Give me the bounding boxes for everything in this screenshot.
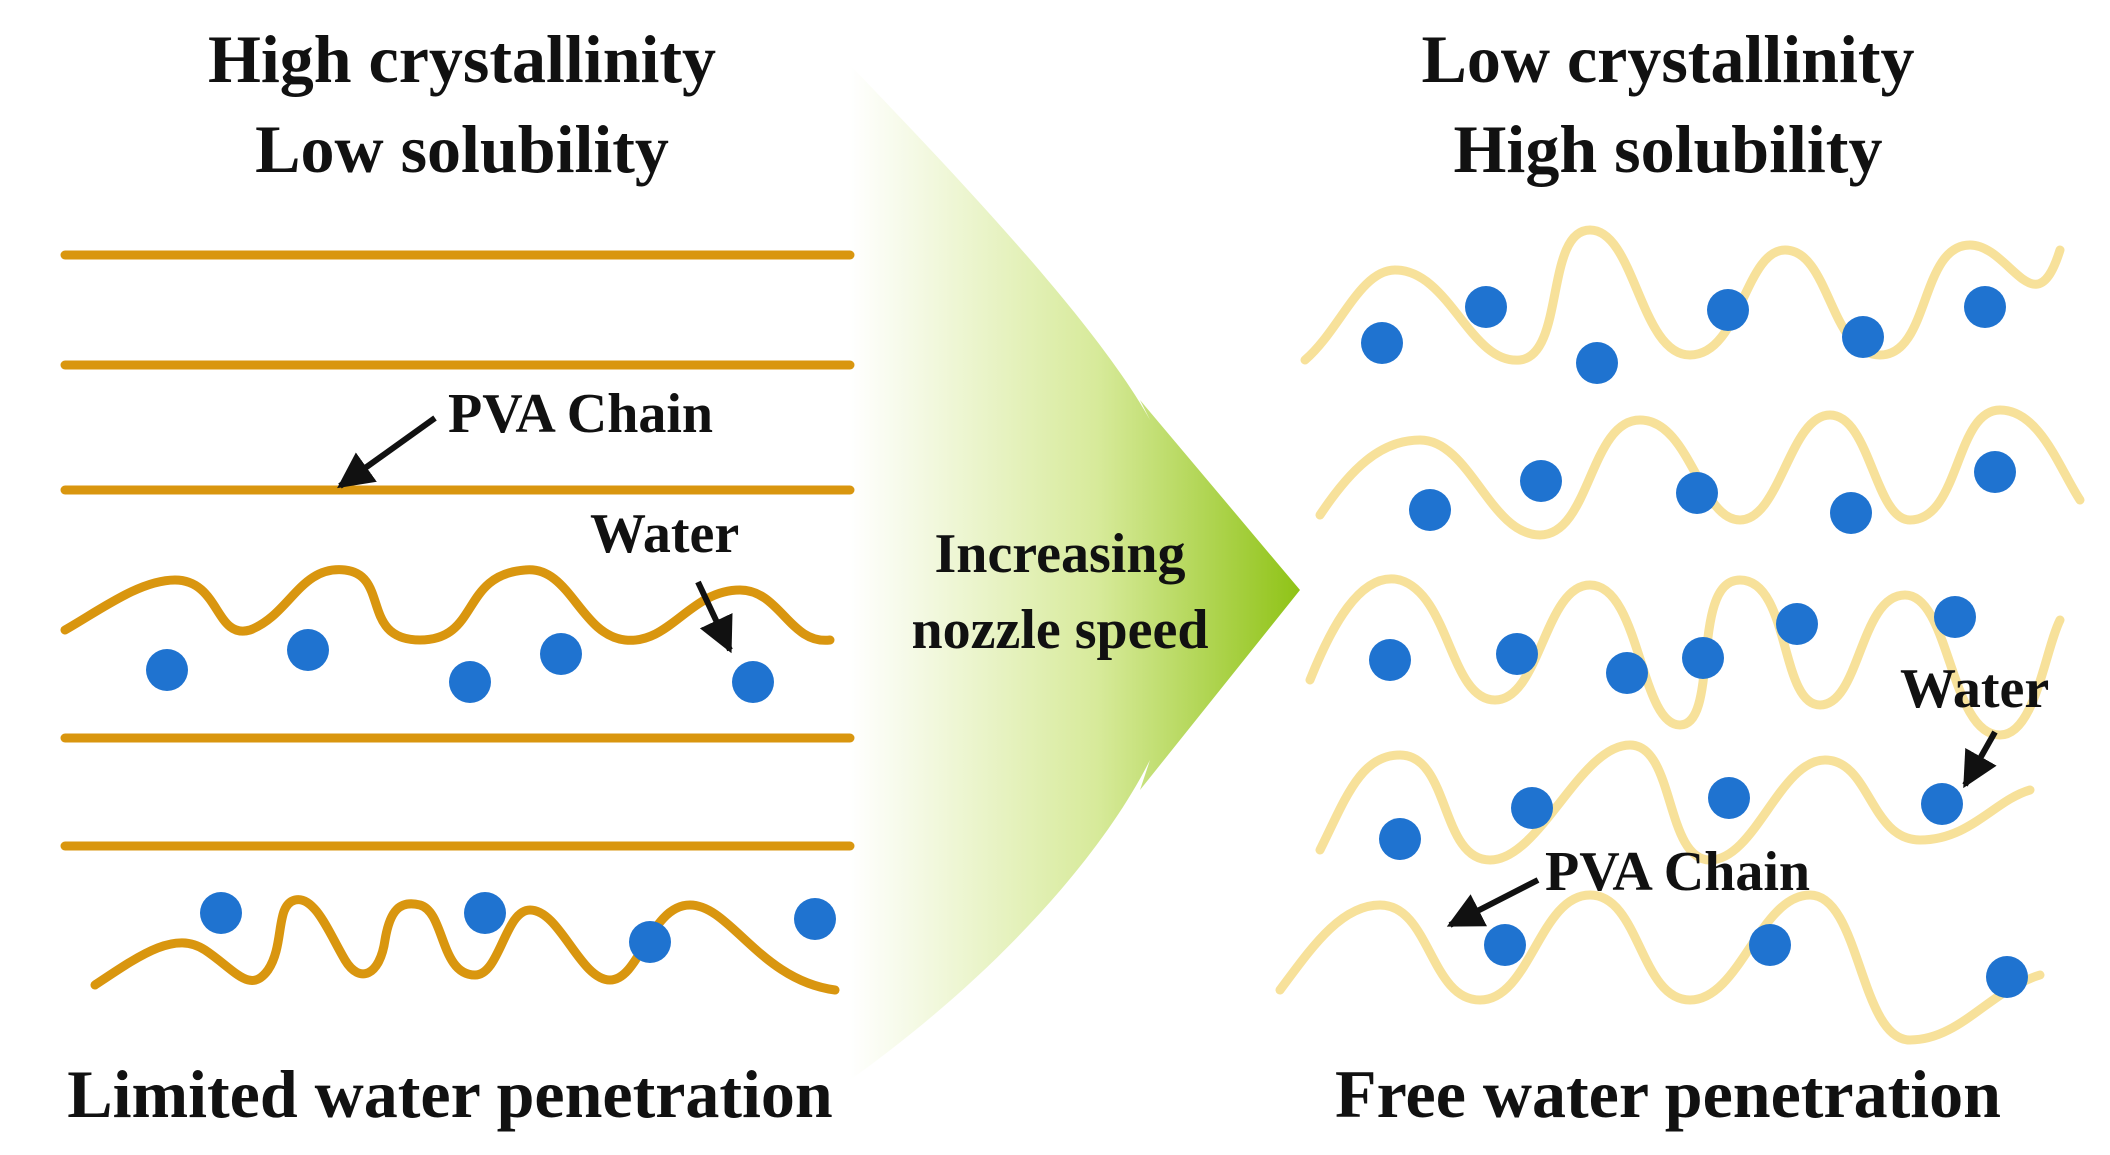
water-molecule — [1361, 322, 1403, 364]
right-pva-chain-label: PVA Chain — [1545, 841, 1810, 903]
water-molecule — [146, 649, 188, 691]
left-crystalline-chains — [60, 250, 855, 995]
water-molecule — [1682, 637, 1724, 679]
water-molecule — [1496, 633, 1538, 675]
water-molecule — [1409, 489, 1451, 531]
left-water-label: Water — [590, 503, 739, 565]
pva-chain-wavy — [1300, 225, 2065, 365]
water-molecule — [1379, 818, 1421, 860]
water-molecule — [1776, 603, 1818, 645]
water-molecule — [1520, 460, 1562, 502]
water-molecule — [1676, 472, 1718, 514]
water-molecule — [732, 661, 774, 703]
right-water-label: Water — [1900, 658, 2049, 720]
left-panel: High crystallinity Low solubility PVA Ch… — [60, 21, 855, 1132]
water-molecule — [1708, 777, 1750, 819]
pva-chain-wavy — [1315, 405, 2085, 540]
nozzle-speed-arrow — [850, 65, 1300, 1080]
right-title-line2: High solubility — [1454, 111, 1883, 187]
water-molecule — [1964, 286, 2006, 328]
right-amorphous-chains — [1275, 225, 2085, 1045]
left-water-pointer — [695, 580, 733, 654]
left-pva-chain-pointer — [337, 415, 437, 489]
water-molecule — [464, 892, 506, 934]
left-footer: Limited water penetration — [67, 1056, 833, 1132]
water-molecule — [1369, 639, 1411, 681]
water-molecule — [1511, 787, 1553, 829]
right-water-molecules — [1361, 286, 2028, 998]
water-molecule — [629, 921, 671, 963]
water-molecule — [1986, 956, 2028, 998]
water-molecule — [1707, 289, 1749, 331]
transition-label-line1: Increasing — [935, 523, 1186, 585]
water-molecule — [1934, 596, 1976, 638]
water-molecule — [200, 892, 242, 934]
left-water-molecules — [146, 629, 836, 963]
water-molecule — [1484, 924, 1526, 966]
water-molecule — [1921, 783, 1963, 825]
water-molecule — [540, 633, 582, 675]
right-pva-chain-pointer — [1446, 877, 1540, 928]
pva-chain-wavy — [1275, 890, 2045, 1045]
water-molecule — [449, 661, 491, 703]
water-molecule — [1749, 924, 1791, 966]
water-molecule — [287, 629, 329, 671]
left-pva-chain-label: PVA Chain — [448, 383, 713, 445]
water-molecule — [1830, 492, 1872, 534]
left-title-line1: High crystallinity — [208, 21, 716, 97]
pva-chain-wavy — [1315, 740, 2035, 865]
water-molecule — [1606, 652, 1648, 694]
left-title-line2: Low solubility — [255, 111, 669, 187]
water-molecule — [1576, 342, 1618, 384]
transition-label-line2: nozzle speed — [911, 599, 1208, 661]
water-molecule — [1842, 316, 1884, 358]
right-panel: Low crystallinity High solubility — [1275, 21, 2085, 1132]
right-title-line1: Low crystallinity — [1422, 21, 1915, 97]
right-water-pointer — [1962, 730, 1998, 789]
water-molecule — [1465, 286, 1507, 328]
water-molecule — [794, 898, 836, 940]
pva-chain-wavy — [60, 565, 835, 645]
water-molecule — [1974, 451, 2016, 493]
right-footer: Free water penetration — [1335, 1056, 2001, 1132]
